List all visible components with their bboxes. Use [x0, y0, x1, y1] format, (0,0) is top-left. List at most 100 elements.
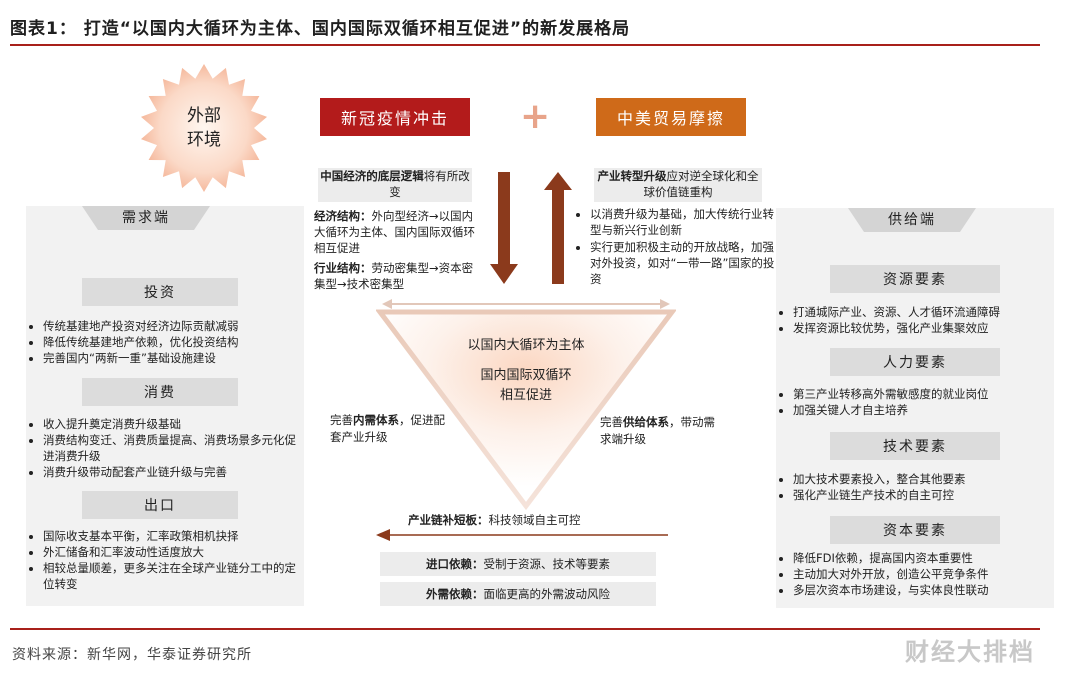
list-item: 实行更加积极主动的开放战略，加强对外投资，如对“一带一路”国家的投资 — [590, 239, 778, 287]
economic-structure-label: 经济结构： — [314, 209, 372, 223]
investment-title: 投资 — [144, 285, 176, 301]
industry-upgrade-rest: 应对逆全球化和全球价值链重构 — [643, 169, 759, 199]
list-item: 消费结构变迁、消费质量提高、消费场景多元化促进消费升级 — [43, 432, 302, 464]
investment-header: 投资 — [82, 278, 238, 306]
technology-list: 加大技术要素投入，整合其他要素 强化产业链生产技术的自主可控 — [780, 471, 1052, 503]
import-dependency-box: 进口依赖：受制于资源、技术等要素 — [380, 552, 656, 576]
consumption-header: 消费 — [82, 378, 238, 406]
resources-title: 资源要素 — [883, 272, 947, 288]
economic-structure-value: 外向型经济→以国内大循环为主体、国内国际双循环相互促进 — [314, 209, 475, 255]
resources-list: 打通城际产业、资源、人才循环流通障碍 发挥资源比较优势，强化产业集聚效应 — [780, 304, 1052, 336]
down-arrow-icon — [490, 172, 518, 284]
labor-header: 人力要素 — [830, 348, 1000, 376]
resources-header: 资源要素 — [830, 265, 1000, 293]
center-sub-line-2: 相互促进 — [499, 388, 552, 403]
chain-arrow — [376, 529, 668, 541]
covid-shock-label: 新冠疫情冲击 — [340, 109, 449, 128]
industry-upgrade-bold: 产业转型升级 — [597, 169, 667, 183]
demand-dependency-box: 外需依赖：面临更高的外需波动风险 — [380, 582, 656, 606]
supply-system-text: 完善供给体系，带动需求端升级 — [600, 414, 724, 448]
upgrade-measures-list: 以消费升级为基础，加大传统行业转型与新兴行业创新 实行更加积极主动的开放战略，加… — [578, 206, 778, 288]
center-sub-title: 国内国际双循环 相互促进 — [436, 366, 616, 406]
source-note: 资料来源：新华网，华泰证券研究所 — [12, 647, 252, 663]
supply-side-title: 供给端 — [888, 212, 936, 228]
list-item: 加强关键人才自主培养 — [793, 402, 1052, 418]
import-dependency-value: 受制于资源、技术等要素 — [483, 557, 611, 571]
top-arrow-right-head — [660, 299, 670, 309]
economic-structure-line: 经济结构：外向型经济→以国内大循环为主体、国内国际双循环相互促进 — [314, 208, 484, 256]
figure-title: 图表1： 打造“以国内大循环为主体、国内国际双循环相互促进”的新发展格局 — [10, 19, 631, 39]
capital-list: 降低FDI依赖，提高国内资本重要性 主动加大对外开放，创造公平竞争条件 多层次资… — [780, 550, 1052, 598]
industry-structure-label: 行业结构： — [314, 261, 372, 275]
technology-header: 技术要素 — [830, 432, 1000, 460]
capital-header: 资本要素 — [830, 516, 1000, 544]
list-item: 降低传统基建地产依赖，优化投资结构 — [43, 334, 302, 350]
domestic-demand-suffix: ，促进配套产业升级 — [330, 413, 445, 444]
consumption-title: 消费 — [144, 385, 176, 401]
supply-system-prefix: 完善 — [600, 415, 623, 429]
demand-side-panel — [26, 206, 304, 606]
supply-system-suffix: ，带动需求端升级 — [600, 415, 715, 446]
list-item: 降低FDI依赖，提高国内资本重要性 — [793, 550, 1052, 566]
chain-supplement-value: 科技领域自主可控 — [488, 513, 581, 527]
structure-change-text: 经济结构：外向型经济→以国内大循环为主体、国内国际双循环相互促进 行业结构：劳动… — [314, 208, 484, 292]
demand-side-title: 需求端 — [122, 210, 170, 226]
domestic-demand-text: 完善内需体系，促进配套产业升级 — [330, 412, 450, 446]
top-rule — [10, 44, 1040, 46]
list-item: 外汇储备和汇率波动性适度放大 — [43, 544, 302, 560]
chain-supplement-label: 产业链补短板： — [408, 513, 489, 527]
list-item: 打通城际产业、资源、人才循环流通障碍 — [793, 304, 1052, 320]
consumption-list: 收入提升奠定消费升级基础 消费结构变迁、消费质量提高、消费场景多元化促进消费升级… — [30, 416, 302, 480]
list-item: 以消费升级为基础，加大传统行业转型与新兴行业创新 — [590, 206, 778, 238]
demand-tab-shape — [82, 206, 210, 230]
triangle-shape — [376, 309, 676, 511]
underlying-logic-bold: 中国经济的底层逻辑 — [320, 169, 424, 183]
investment-list: 传统基建地产投资对经济边际贡献减弱 降低传统基建地产依赖，优化投资结构 完善国内… — [30, 318, 302, 366]
underlying-logic-box: 中国经济的底层逻辑将有所改变 — [318, 168, 472, 202]
labor-title: 人力要素 — [883, 355, 947, 371]
list-item: 主动加大对外开放，创造公平竞争条件 — [793, 566, 1052, 582]
list-item: 国际收支基本平衡，汇率政策相机抉择 — [43, 528, 302, 544]
demand-dependency-label: 外需依赖： — [426, 587, 484, 601]
list-item: 传统基建地产投资对经济边际贡献减弱 — [43, 318, 302, 334]
list-item: 相较总量顺差，更多关注在全球产业链分工中的定位转变 — [43, 560, 302, 592]
list-item: 第三产业转移高外需敏感度的就业岗位 — [793, 386, 1052, 402]
technology-title: 技术要素 — [883, 439, 947, 455]
labor-list: 第三产业转移高外需敏感度的就业岗位 加强关键人才自主培养 — [780, 386, 1052, 418]
supply-system-keyword: 供给体系 — [623, 415, 669, 429]
domestic-demand-keyword: 内需体系 — [353, 413, 399, 427]
chain-supplement-text: 产业链补短板：科技领域自主可控 — [408, 512, 648, 529]
central-triangle — [376, 299, 676, 511]
external-environment-text: 外部环境 — [187, 106, 221, 150]
list-item: 消费升级带动配套产业链升级与完善 — [43, 464, 302, 480]
top-arrow-left-head — [382, 299, 392, 309]
list-item: 加大技术要素投入，整合其他要素 — [793, 471, 1052, 487]
underlying-logic-rest: 将有所改变 — [389, 169, 470, 199]
center-sub-line-1: 国内国际双循环 — [480, 368, 572, 383]
covid-shock-box: 新冠疫情冲击 — [320, 98, 470, 136]
starburst-shape — [141, 64, 267, 192]
trade-friction-box: 中美贸易摩擦 — [596, 98, 746, 136]
export-header: 出口 — [82, 491, 238, 519]
domestic-demand-prefix: 完善 — [330, 413, 353, 427]
industry-structure-line: 行业结构：劳动密集型→资本密集型→技术密集型 — [314, 260, 484, 292]
import-dependency-label: 进口依赖： — [426, 557, 484, 571]
industry-structure-value: 劳动密集型→资本密集型→技术密集型 — [314, 261, 474, 291]
center-main-title: 以国内大循环为主体 — [467, 338, 585, 353]
capital-title: 资本要素 — [883, 523, 947, 539]
list-item: 多层次资本市场建设，与实体良性联动 — [793, 582, 1052, 598]
plus-icon: + — [520, 96, 551, 137]
list-item: 发挥资源比较优势，强化产业集聚效应 — [793, 320, 1052, 336]
left-arrow-icon — [376, 529, 390, 541]
external-environment-label: 外部环境 — [138, 62, 270, 194]
supply-tab-shape — [848, 208, 976, 232]
list-item: 收入提升奠定消费升级基础 — [43, 416, 302, 432]
trade-friction-label: 中美贸易摩擦 — [616, 109, 725, 128]
list-item: 完善国内“两新一重”基础设施建设 — [43, 350, 302, 366]
list-item: 强化产业链生产技术的自主可控 — [793, 487, 1052, 503]
industry-upgrade-box: 产业转型升级应对逆全球化和全球价值链重构 — [594, 168, 762, 202]
export-list: 国际收支基本平衡，汇率政策相机抉择 外汇储备和汇率波动性适度放大 相较总量顺差，… — [30, 528, 302, 592]
export-title: 出口 — [144, 498, 176, 514]
up-arrow-icon — [544, 172, 572, 284]
watermark: 财经大排档 — [905, 638, 1035, 666]
